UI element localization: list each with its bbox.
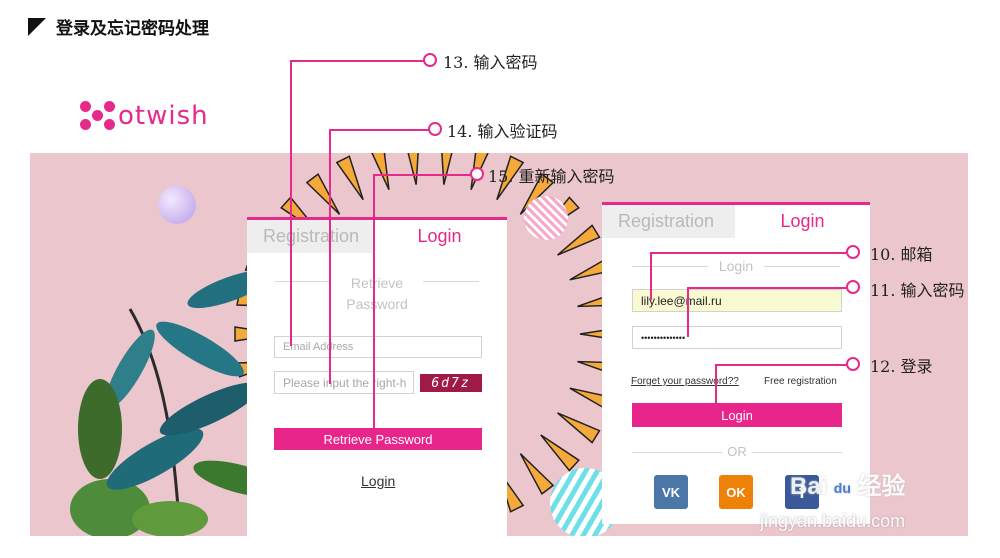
lilac-ball-decoration <box>158 186 196 224</box>
ok-icon[interactable]: OK <box>719 475 753 509</box>
pink-ball-decoration <box>524 196 568 240</box>
sunburst-ray <box>305 173 341 215</box>
doc-heading: 登录及忘记密码处理 <box>28 14 209 39</box>
forgot-password-link[interactable]: Forget your password?? <box>631 376 739 387</box>
baidu-paw-icon: du <box>829 474 856 501</box>
sunburst-ray <box>519 453 555 495</box>
panel-accent-bar <box>247 217 507 220</box>
callout-15-line-h <box>373 174 471 176</box>
captcha-image[interactable]: 6d7z <box>420 374 482 392</box>
email-field[interactable]: Email Address <box>274 336 482 358</box>
divider-right <box>752 452 842 453</box>
screenshot-frame: otwish Registration Login <box>30 84 968 536</box>
callout-11-line-h <box>687 287 847 289</box>
hotwish-logo[interactable]: otwish <box>80 101 209 131</box>
plant-decoration <box>70 269 287 536</box>
callout-10-marker-icon <box>846 245 860 259</box>
retrieve-heading: Retrieve Password <box>346 275 408 312</box>
password-field[interactable]: •••••••••••••• <box>632 326 842 349</box>
login-heading: Login <box>718 258 754 274</box>
captcha-input[interactable]: Please input the right-h <box>274 371 414 394</box>
callout-10-line-v <box>650 252 652 300</box>
divider-left <box>275 281 331 282</box>
callout-14-line-v <box>329 129 331 384</box>
callout-12-line-h <box>715 364 847 366</box>
callout-13-line-h <box>290 60 424 62</box>
facebook-icon[interactable]: f <box>785 475 819 509</box>
callout-12-marker-icon <box>846 357 860 371</box>
login-button[interactable]: Login <box>632 403 842 427</box>
callout-13-line-v <box>290 60 292 346</box>
tab-login[interactable]: Login <box>417 226 462 246</box>
site-header: otwish <box>30 84 968 153</box>
callout-13-marker-icon <box>423 53 437 67</box>
callout-11-line-v <box>687 287 689 337</box>
email-field[interactable]: lily.lee@mail.ru <box>632 289 842 312</box>
callout-13-label: 13. 输入密码 <box>443 53 538 72</box>
vk-icon[interactable]: VK <box>654 475 688 509</box>
login-panel: Registration Login Login lily.lee@mail.r… <box>602 202 870 524</box>
callout-12-line-v <box>715 364 717 408</box>
sunburst-ray <box>496 155 525 201</box>
baidu-watermark-url: jingyan.baidu.com <box>760 511 906 531</box>
callout-11-marker-icon <box>846 280 860 294</box>
doc-title: 登录及忘记密码处理 <box>56 19 209 39</box>
callout-12-label: 12. 登录 <box>870 357 933 376</box>
tab-login[interactable]: Login <box>780 211 825 231</box>
callout-14-label: 14. 输入验证码 <box>447 122 558 141</box>
divider-right <box>764 266 840 267</box>
callout-14-line-h <box>329 129 429 131</box>
divider-left <box>632 452 722 453</box>
logo-mark-icon <box>80 101 116 131</box>
sunburst-ray <box>557 412 601 444</box>
sunburst-ray <box>335 155 364 201</box>
logo-text: otwish <box>118 101 209 131</box>
divider-left <box>632 266 708 267</box>
callout-15-label: 15. 重新输入密码 <box>488 167 615 186</box>
callout-11-label: 11. 输入密码 <box>870 281 965 300</box>
login-link[interactable]: Login <box>361 473 396 489</box>
retrieve-password-button[interactable]: Retrieve Password <box>274 428 482 450</box>
heading-flag-icon <box>28 17 46 36</box>
divider-right <box>423 281 479 282</box>
panel-accent-bar <box>602 202 870 205</box>
or-separator: OR <box>727 444 747 459</box>
callout-10-label: 10. 邮箱 <box>870 245 933 264</box>
sunburst-ray <box>557 224 601 256</box>
callout-10-line-h <box>650 252 846 254</box>
retrieve-password-panel: Registration Login Retrieve Password Ema… <box>247 217 507 536</box>
tab-registration[interactable]: Registration <box>602 205 735 238</box>
sunburst-ray <box>540 434 580 472</box>
callout-15-line-v <box>373 174 375 436</box>
tab-registration[interactable]: Registration <box>247 220 372 253</box>
callout-14-marker-icon <box>428 122 442 136</box>
free-registration-link[interactable]: Free registration <box>764 376 837 387</box>
callout-15-marker-icon <box>470 167 484 181</box>
